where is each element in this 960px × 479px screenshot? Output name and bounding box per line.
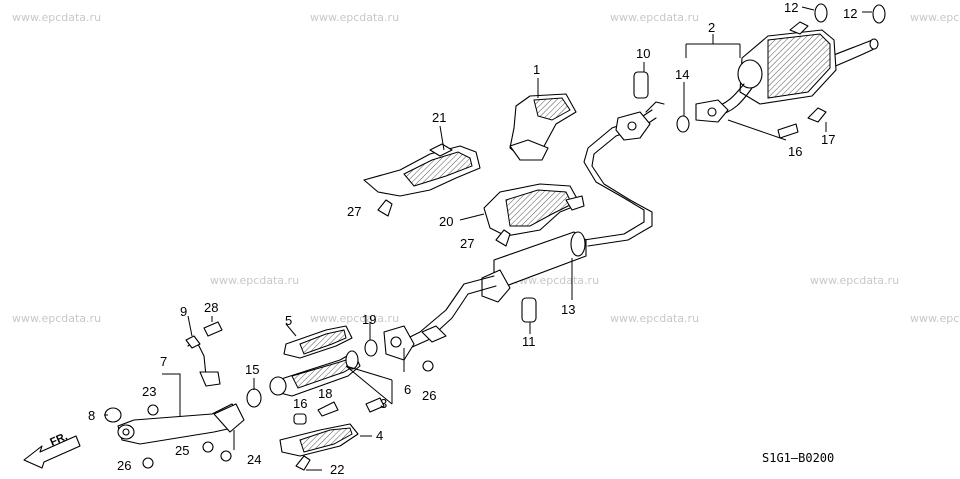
watermarks: www.epcdata.ru www.epcdata.ru www.epcdat… — [12, 11, 960, 325]
nut-part — [147, 404, 159, 416]
watermark-text: www.epcdata.ru — [310, 11, 399, 24]
upper-heat-shield-part — [509, 93, 577, 161]
callout-23: 23 — [142, 384, 156, 399]
hanger-rubber-part — [521, 297, 537, 323]
callout-2: 2 — [708, 20, 715, 35]
nut-part — [202, 441, 214, 453]
hanger-rubber-part — [814, 3, 828, 23]
bolt-part — [495, 229, 511, 247]
nut-part — [422, 360, 434, 372]
callout-19: 19 — [362, 312, 376, 327]
callout-4: 4 — [376, 428, 383, 443]
watermark-text: www.epcdata.ru — [610, 312, 699, 325]
leader-lines — [104, 6, 872, 471]
callout-26: 26 — [117, 458, 131, 473]
nut-part — [293, 413, 307, 425]
callout-8: 8 — [88, 408, 95, 423]
callout-1: 1 — [533, 62, 540, 77]
bolt-part — [807, 107, 827, 123]
front-heat-shield-part — [363, 143, 481, 197]
gasket-part — [364, 339, 378, 357]
front-direction-arrow: FR. — [23, 431, 81, 469]
callout-25: 25 — [175, 443, 189, 458]
middle-heat-shield-part — [483, 183, 585, 237]
callout-numbers: 1 2 3 4 5 6 7 8 9 10 11 12 12 13 14 15 1… — [88, 0, 857, 477]
callout-12: 12 — [843, 6, 857, 21]
callout-13: 13 — [561, 302, 575, 317]
callout-16: 16 — [788, 144, 802, 159]
hanger-rubber-part — [872, 4, 886, 24]
bolt-part — [203, 321, 223, 337]
hardware-parts — [104, 3, 886, 471]
rear-muffler-part — [695, 21, 879, 123]
bolt-part — [365, 397, 385, 413]
callout-26: 26 — [422, 388, 436, 403]
drawing-code: S1G1—B0200 — [762, 451, 834, 465]
watermark-text: www.epcdata.ru — [12, 11, 101, 24]
gasket-part — [676, 115, 690, 133]
bolt-part — [317, 401, 339, 417]
lower-heat-shield-part — [279, 423, 359, 457]
front-pipe-part — [117, 335, 245, 445]
callout-7: 7 — [160, 354, 167, 369]
callout-6: 6 — [404, 382, 411, 397]
watermark-text: www.epcdata.ru — [510, 274, 599, 287]
callout-20: 20 — [439, 214, 453, 229]
catalytic-converter-part — [269, 350, 361, 397]
callout-17: 17 — [821, 132, 835, 147]
callout-28: 28 — [204, 300, 218, 315]
watermark-text: www.epcdata.ru — [310, 312, 399, 325]
callout-15: 15 — [245, 362, 259, 377]
callout-22: 22 — [330, 462, 344, 477]
callout-3: 3 — [380, 396, 387, 411]
watermark-text: www.epcdata.ru — [910, 11, 960, 24]
callout-24: 24 — [247, 452, 261, 467]
watermark-text: www.epcdata.ru — [210, 274, 299, 287]
nut-part — [220, 450, 232, 462]
callout-11: 11 — [522, 334, 536, 349]
callout-27: 27 — [460, 236, 474, 251]
bolt-part — [295, 455, 311, 471]
callout-10: 10 — [636, 46, 650, 61]
watermark-text: www.epcdata.ru — [610, 11, 699, 24]
watermark-text: www.epcdata.ru — [810, 274, 899, 287]
center-pipe-part — [383, 101, 665, 361]
callout-16: 16 — [293, 396, 307, 411]
callout-9: 9 — [180, 304, 187, 319]
callout-14: 14 — [675, 67, 689, 82]
hanger-rubber-part — [633, 71, 649, 99]
nut-part — [142, 457, 154, 469]
callout-18: 18 — [318, 386, 332, 401]
bolt-part — [377, 199, 393, 217]
watermark-text: www.epcdata.ru — [910, 312, 960, 325]
callout-21: 21 — [432, 110, 446, 125]
converter-heat-shield-part — [283, 325, 353, 359]
watermark-text: www.epcdata.ru — [12, 312, 101, 325]
callout-12: 12 — [784, 0, 798, 15]
gasket-part — [246, 388, 262, 408]
callout-27: 27 — [347, 204, 361, 219]
callout-5: 5 — [285, 313, 292, 328]
nut-part — [777, 123, 799, 139]
